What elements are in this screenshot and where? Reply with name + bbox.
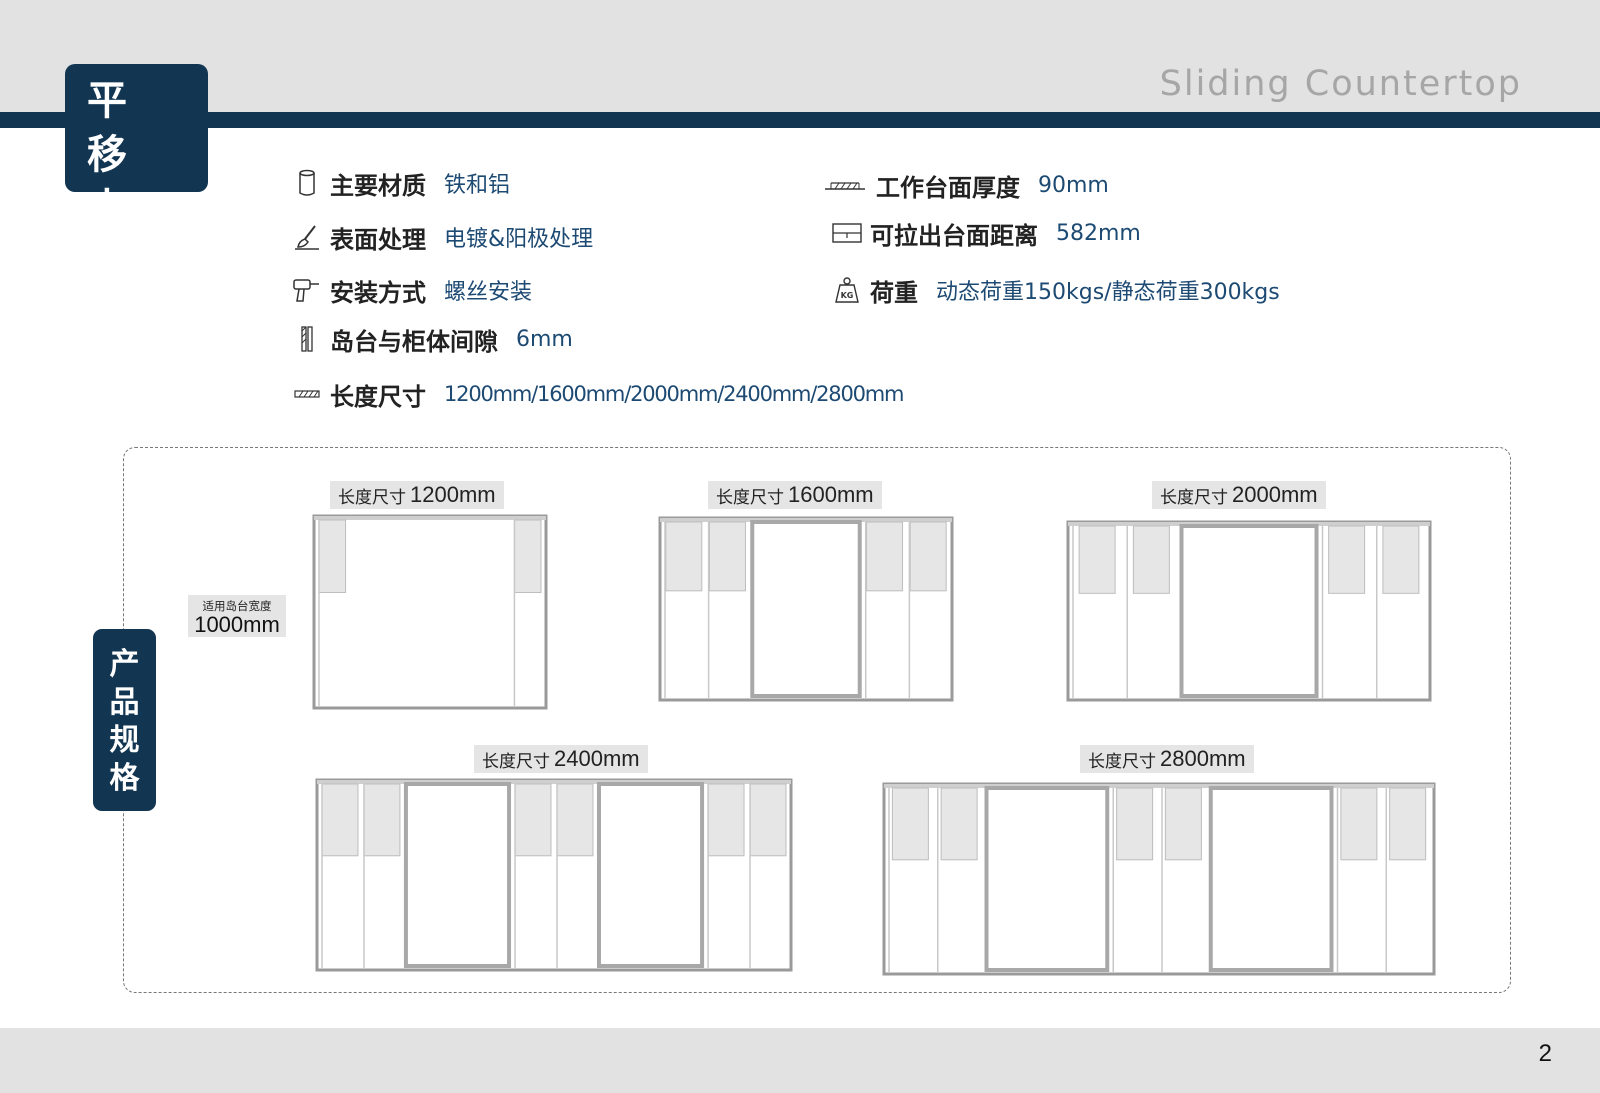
- section-badge: 平 移 中 岛: [65, 64, 208, 286]
- storage-pocket: [1164, 787, 1202, 861]
- section-badge-line1: 平 移: [87, 78, 145, 178]
- sliding-panel: [1179, 524, 1319, 698]
- frame-drawing-1200: [312, 514, 548, 710]
- spec-gap: 岛台与柜体间隙 6mm: [292, 321, 573, 357]
- length-icon: [292, 379, 322, 409]
- header-rule: [0, 112, 1600, 128]
- drill-icon: [292, 275, 322, 305]
- spec-length-value: 1200mm/1600mm/2000mm/2400mm/2800mm: [444, 382, 904, 406]
- spec-length-label: 长度尺寸: [330, 382, 426, 411]
- frame-outline: [312, 514, 548, 710]
- product-spec-badge-char: 产: [109, 647, 140, 682]
- header-band: [0, 0, 1600, 112]
- footer-band: [0, 1028, 1600, 1093]
- frame-drawing-2400: [315, 778, 793, 972]
- thickness-icon: [822, 170, 868, 200]
- size-tag-prefix: 长度尺寸: [716, 487, 784, 508]
- size-tag-prefix: 长度尺寸: [338, 487, 406, 508]
- spec-install: 安装方式 螺丝安装: [292, 272, 532, 308]
- gap-icon: [292, 324, 322, 354]
- spec-surface-value: 电镀&阳极处理: [444, 227, 594, 252]
- spec-gap-value: 6mm: [516, 326, 573, 352]
- spec-load: KG 荷重 动态荷重150kgs/静态荷重300kgs: [832, 272, 1280, 308]
- width-note-value: 1000mm: [194, 612, 280, 637]
- kg-weight-icon: KG: [832, 275, 862, 305]
- storage-pocket: [556, 783, 594, 857]
- storage-pocket: [514, 783, 552, 857]
- spec-material-label: 主要材质: [330, 171, 426, 200]
- paint-brush-icon: [292, 222, 322, 252]
- spec-pull-distance: 可拉出台面距离 582mm: [832, 215, 1141, 251]
- width-note-caption: 适用岛台宽度: [202, 599, 272, 613]
- storage-pocket: [1389, 787, 1427, 861]
- storage-pocket: [665, 521, 703, 592]
- brand-title: Sliding Countertop: [1159, 64, 1522, 104]
- spec-length: 长度尺寸 1200mm/1600mm/2000mm/2400mm/2800mm: [292, 376, 904, 412]
- storage-pocket: [513, 519, 542, 594]
- size-tag-prefix: 长度尺寸: [1088, 751, 1156, 772]
- product-spec-badge-char: 品: [109, 685, 140, 720]
- size-tag-prefix: 长度尺寸: [1160, 487, 1228, 508]
- spec-gap-label: 岛台与柜体间隙: [330, 327, 498, 356]
- storage-pocket: [891, 787, 929, 861]
- storage-pocket: [1382, 525, 1420, 594]
- sliding-panel: [403, 782, 512, 968]
- spec-surface: 表面处理 电镀&阳极处理: [292, 219, 593, 255]
- storage-pocket: [909, 521, 947, 592]
- storage-pocket: [708, 521, 746, 592]
- storage-pocket: [1340, 787, 1378, 861]
- storage-pocket: [1116, 787, 1154, 861]
- spec-thickness-value: 90mm: [1038, 172, 1109, 198]
- svg-text:KG: KG: [841, 291, 854, 300]
- storage-pocket: [1328, 525, 1366, 594]
- product-spec-badge: 产 品 规 格: [93, 629, 156, 811]
- spec-install-value: 螺丝安装: [444, 280, 533, 305]
- spec-pull-distance-value: 582mm: [1056, 220, 1141, 246]
- frame-drawing-1600: [658, 516, 954, 702]
- spec-load-value: 动态荷重150kgs/静态荷重300kgs: [936, 280, 1280, 305]
- product-spec-badge-char: 规: [109, 723, 140, 758]
- spec-surface-label: 表面处理: [330, 225, 426, 254]
- size-tag-value: 1600mm: [788, 482, 874, 507]
- size-tag-prefix: 长度尺寸: [482, 751, 550, 772]
- spec-pull-distance-label: 可拉出台面距离: [870, 221, 1038, 250]
- storage-pocket: [1078, 525, 1116, 594]
- spec-install-label: 安装方式: [330, 278, 426, 307]
- spec-thickness: 工作台面厚度 90mm: [822, 167, 1109, 203]
- storage-pocket: [707, 783, 745, 857]
- storage-pocket: [749, 783, 787, 857]
- frame-drawing-2000: [1066, 520, 1432, 702]
- storage-pocket: [940, 787, 978, 861]
- storage-pocket: [363, 783, 401, 857]
- storage-pocket: [1132, 525, 1170, 594]
- section-badge-line2: 中 岛: [87, 186, 145, 286]
- size-tag-value: 1200mm: [410, 482, 496, 507]
- frame-drawing-2800: [882, 782, 1436, 976]
- size-tag-value: 2400mm: [554, 746, 640, 771]
- spec-thickness-label: 工作台面厚度: [876, 173, 1020, 202]
- sliding-panel: [984, 786, 1110, 972]
- storage-pocket: [866, 521, 904, 592]
- sliding-panel: [596, 782, 705, 968]
- pull-out-icon: [832, 218, 862, 248]
- product-spec-badge-char: 格: [109, 761, 140, 796]
- page-number: 2: [1538, 1040, 1552, 1067]
- spec-material: 主要材质 铁和铝: [292, 165, 510, 201]
- storage-pocket: [318, 519, 347, 594]
- width-note: 适用岛台宽度 1000mm: [188, 595, 286, 637]
- sliding-panel: [750, 520, 862, 698]
- material-roll-icon: [292, 168, 322, 198]
- sliding-panel: [1208, 786, 1334, 972]
- spec-load-label: 荷重: [870, 278, 918, 307]
- size-tag-value: 2000mm: [1232, 482, 1318, 507]
- size-tag-value: 2800mm: [1160, 746, 1246, 771]
- storage-pocket: [321, 783, 359, 857]
- spec-material-value: 铁和铝: [444, 173, 511, 198]
